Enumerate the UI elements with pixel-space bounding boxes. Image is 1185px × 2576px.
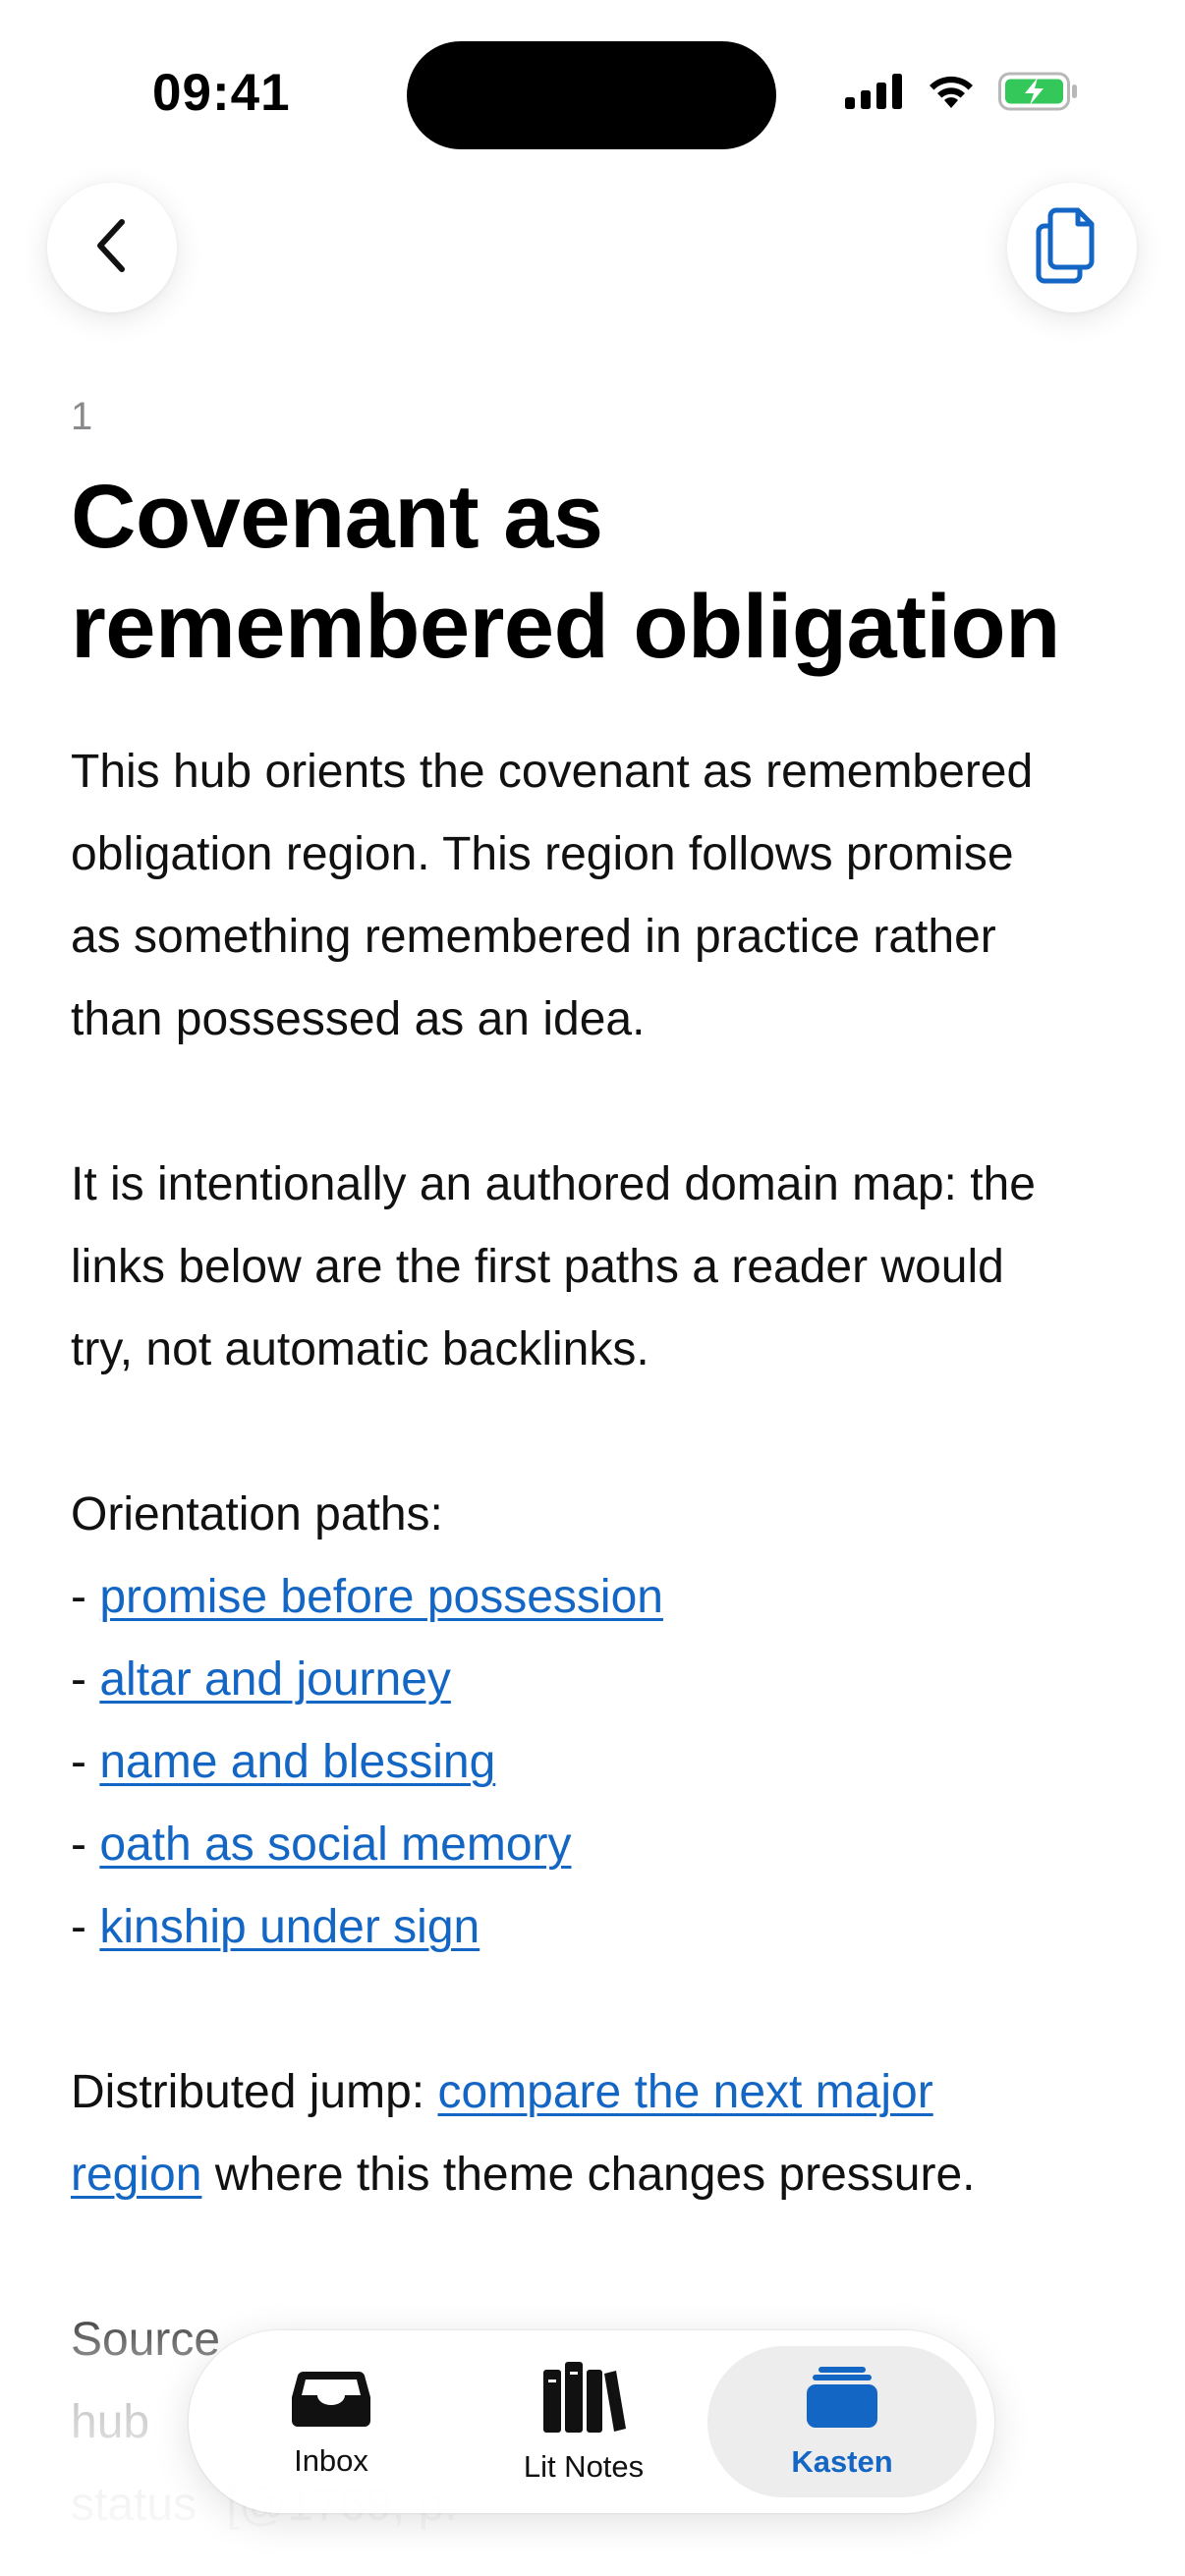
intro-paragraph: This hub orients the covenant as remembe… <box>71 731 1122 1061</box>
orientation-heading: Orientation paths: <box>71 1488 443 1541</box>
link-kinship-under-sign[interactable]: kinship under sign <box>99 1901 480 1954</box>
wifi-icon <box>926 73 977 115</box>
cellular-signal-icon <box>845 73 904 114</box>
list-item: - altar and journey <box>71 1639 1122 1721</box>
tab-label: Lit Notes <box>523 2448 645 2484</box>
list-item: - kinship under sign <box>71 1886 1122 1969</box>
domain-map-paragraph: It is intentionally an authored domain m… <box>71 1144 1122 1391</box>
source-status: status <box>71 2479 198 2532</box>
text-line: It is intentionally an authored domain m… <box>71 1158 1036 1211</box>
link-oath-as-social-memory[interactable]: oath as social memory <box>99 1819 572 1872</box>
link-promise-before-possession[interactable]: promise before possession <box>99 1571 663 1624</box>
jump-prefix: Distributed jump: <box>71 2066 438 2119</box>
note-content: 1 Covenant as remembered obligation This… <box>71 393 1122 2547</box>
tab-bar: Inbox Lit Notes Kasten <box>189 2330 994 2513</box>
battery-charging-icon <box>998 72 1079 116</box>
list-item: - name and blessing <box>71 1721 1122 1804</box>
bullet: - <box>71 1901 100 1954</box>
jump-suffix: where this theme changes pressure. <box>201 2149 976 2202</box>
card-box-icon <box>805 2365 879 2435</box>
list-item: - promise before possession <box>71 1556 1122 1639</box>
text-line: obligation region. This region follows p… <box>71 828 1014 881</box>
title-line: remembered obligation <box>71 577 1060 678</box>
copy-documents-icon <box>1035 204 1109 292</box>
chevron-left-icon <box>88 214 136 282</box>
inbox-tray-icon <box>290 2366 372 2434</box>
list-item: - oath as social memory <box>71 1804 1122 1886</box>
page-title: Covenant as remembered obligation <box>71 462 1122 682</box>
tab-label: Kasten <box>791 2443 893 2479</box>
copy-button[interactable] <box>1007 183 1137 312</box>
text-line: region where this theme changes pressure… <box>71 2134 1122 2216</box>
tab-kasten[interactable]: Kasten <box>707 2346 977 2497</box>
note-id: 1 <box>71 395 93 438</box>
text-line: Distributed jump: compare the next major <box>71 2051 1122 2134</box>
link-compare-next-region[interactable]: compare the next major <box>437 2066 933 2119</box>
source-label: Source <box>71 2314 221 2367</box>
text-line: This hub orients the covenant as remembe… <box>71 746 1034 799</box>
bullet: - <box>71 1736 100 1789</box>
back-button[interactable] <box>47 183 177 312</box>
link-name-and-blessing[interactable]: name and blessing <box>99 1736 496 1789</box>
link-altar-and-journey[interactable]: altar and journey <box>99 1653 451 1707</box>
bullet: - <box>71 1819 100 1872</box>
status-time: 09:41 <box>152 64 291 122</box>
text-line: than possessed as an idea. <box>71 993 646 1046</box>
text-line: links below are the first paths a reader… <box>71 1241 1004 1294</box>
title-line: Covenant as <box>71 467 603 567</box>
status-icons <box>845 69 1079 118</box>
dynamic-island <box>407 41 776 149</box>
text-line: try, not automatic backlinks. <box>71 1323 649 1376</box>
tab-inbox[interactable]: Inbox <box>218 2346 444 2497</box>
books-icon <box>541 2360 626 2439</box>
source-hub: hub <box>71 2396 150 2449</box>
distributed-jump-paragraph: Distributed jump: compare the next major… <box>71 2051 1122 2216</box>
text-line: as something remembered in practice rath… <box>71 911 996 964</box>
orientation-paths: Orientation paths: - promise before poss… <box>71 1474 1122 1969</box>
bullet: - <box>71 1653 100 1707</box>
status-bar: 09:41 <box>0 0 1185 187</box>
link-compare-next-region[interactable]: region <box>71 2149 202 2202</box>
tab-label: Inbox <box>294 2442 368 2478</box>
bullet: - <box>71 1571 100 1624</box>
tab-lit-notes[interactable]: Lit Notes <box>456 2346 711 2497</box>
